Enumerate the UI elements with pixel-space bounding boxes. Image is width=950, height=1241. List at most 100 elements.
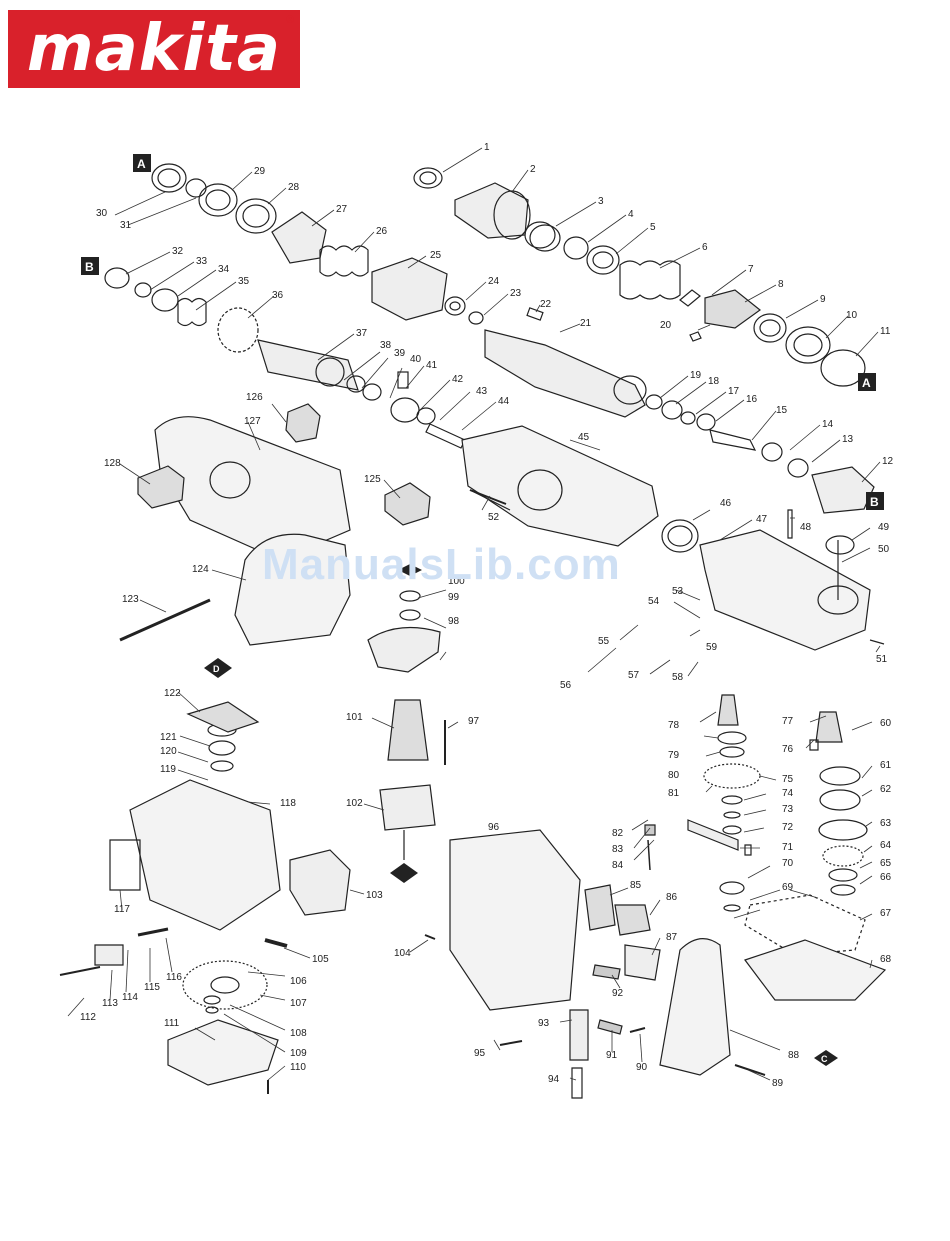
- callout-68: 68: [880, 954, 892, 965]
- ref-label-a-top: A: [137, 157, 146, 171]
- callout-85: 85: [630, 880, 642, 891]
- callout-43: 43: [476, 386, 488, 397]
- callout-38: 38: [380, 340, 392, 351]
- callout-58: 58: [672, 672, 684, 683]
- logo-text: makita: [26, 12, 282, 86]
- watermark: ManualsLib.com: [262, 540, 621, 589]
- callout-80: 80: [668, 770, 680, 781]
- callout-41: 41: [426, 360, 438, 371]
- reference-boxes: A A B B C D: [81, 154, 884, 1066]
- callout-66: 66: [880, 872, 892, 883]
- callout-24: 24: [488, 276, 500, 287]
- callout-86: 86: [666, 892, 678, 903]
- callout-33: 33: [196, 256, 208, 267]
- callout-90: 90: [636, 1062, 648, 1073]
- ref-label-a-right: A: [862, 376, 871, 390]
- callout-124: 124: [192, 564, 209, 575]
- callout-99: 99: [448, 592, 460, 603]
- callout-84: 84: [612, 860, 624, 871]
- callout-25: 25: [430, 250, 442, 261]
- ref-label-d: D: [213, 664, 220, 674]
- callout-3: 3: [598, 196, 604, 207]
- ref-label-b-right: B: [870, 495, 879, 509]
- callout-101: 101: [346, 712, 363, 723]
- callout-103: 103: [366, 890, 383, 901]
- callout-26: 26: [376, 226, 388, 237]
- callout-36: 36: [272, 290, 284, 301]
- callout-51: 51: [876, 654, 888, 665]
- callout-56: 56: [560, 680, 572, 691]
- callout-108: 108: [290, 1028, 307, 1039]
- leader-lines: [67, 147, 881, 1081]
- callout-75: 75: [782, 774, 794, 785]
- callout-29: 29: [254, 166, 266, 177]
- callout-65: 65: [880, 858, 892, 869]
- callout-57: 57: [628, 670, 640, 681]
- callout-88: 88: [788, 1050, 800, 1061]
- callout-45: 45: [578, 432, 590, 443]
- callout-2: 2: [530, 164, 536, 175]
- callout-10: 10: [846, 310, 858, 321]
- callout-82: 82: [612, 828, 624, 839]
- callout-78: 78: [668, 720, 680, 731]
- callout-13: 13: [842, 434, 854, 445]
- callout-120: 120: [160, 746, 177, 757]
- ref-marker-d-top: D: [204, 658, 232, 678]
- callout-27: 27: [336, 204, 348, 215]
- callout-94: 94: [548, 1074, 560, 1085]
- ref-marker-c-baffle: [398, 564, 422, 576]
- callout-72: 72: [782, 822, 794, 833]
- callout-20: 20: [660, 320, 672, 331]
- callout-8: 8: [778, 279, 784, 290]
- callout-55: 55: [598, 636, 610, 647]
- callout-17: 17: [728, 386, 740, 397]
- callout-70: 70: [782, 858, 794, 869]
- callout-118: 118: [280, 798, 296, 809]
- makita-logo: makita: [8, 10, 300, 88]
- callout-32: 32: [172, 246, 184, 257]
- callout-105: 105: [312, 954, 329, 965]
- callout-102: 102: [346, 798, 363, 809]
- callout-117: 117: [114, 904, 130, 915]
- callout-5: 5: [650, 222, 656, 233]
- part-drawings: [59, 163, 887, 1099]
- callout-83: 83: [612, 844, 624, 855]
- registered-mark: ®: [286, 14, 295, 26]
- callout-93: 93: [538, 1018, 550, 1029]
- callout-91: 91: [606, 1050, 618, 1061]
- callout-49: 49: [878, 522, 890, 533]
- callout-18: 18: [708, 376, 720, 387]
- callout-87: 87: [666, 932, 678, 943]
- callout-76: 76: [782, 744, 794, 755]
- callout-96: 96: [488, 822, 500, 833]
- callout-1: 1: [484, 142, 490, 153]
- callout-98: 98: [448, 616, 460, 627]
- callout-15: 15: [776, 405, 788, 416]
- callout-9: 9: [820, 294, 826, 305]
- ref-marker-d-motor: [390, 863, 418, 883]
- callout-21: 21: [580, 318, 592, 329]
- callout-109: 109: [290, 1048, 307, 1059]
- callout-67: 67: [880, 908, 892, 919]
- callout-116: 116: [166, 972, 182, 983]
- callout-107: 107: [290, 998, 307, 1009]
- callout-73: 73: [782, 804, 794, 815]
- callout-6: 6: [702, 242, 708, 253]
- callout-74: 74: [782, 788, 794, 799]
- callout-28: 28: [288, 182, 300, 193]
- callout-112: 112: [80, 1012, 96, 1023]
- callout-60: 60: [880, 718, 892, 729]
- callout-50: 50: [878, 544, 890, 555]
- callout-106: 106: [290, 976, 307, 987]
- callout-92: 92: [612, 988, 624, 999]
- callout-97: 97: [468, 716, 480, 727]
- callout-127: 127: [244, 416, 261, 427]
- callout-7: 7: [748, 264, 754, 275]
- callout-104: 104: [394, 948, 411, 959]
- callout-16: 16: [746, 394, 758, 405]
- callout-62: 62: [880, 784, 892, 795]
- callout-69: 69: [782, 882, 794, 893]
- callout-30: 30: [96, 208, 108, 219]
- callout-123: 123: [122, 594, 139, 605]
